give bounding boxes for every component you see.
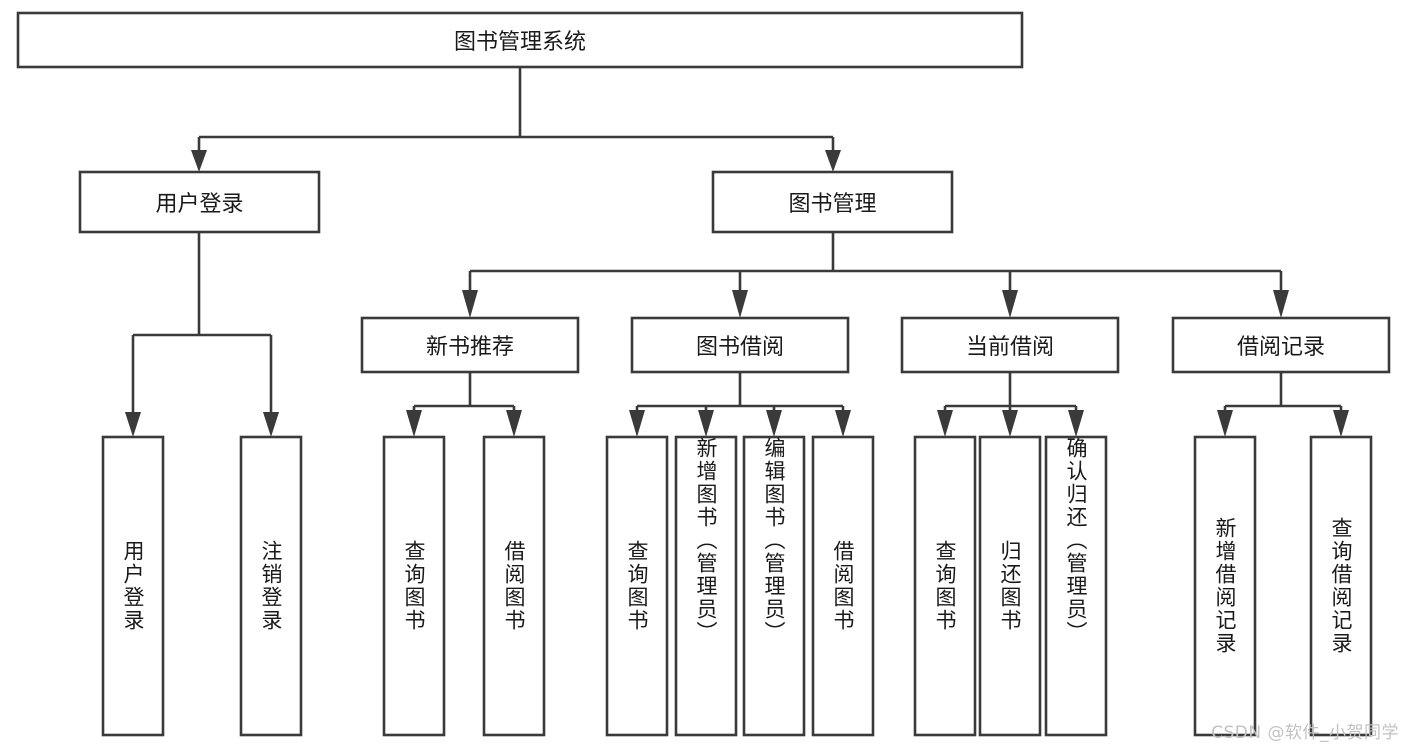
- watermark-text: CSDN @软件_小贺同学: [1211, 723, 1399, 743]
- node-leaf-query-book-3[interactable]: [913, 435, 977, 737]
- node-book-manage[interactable]: [711, 170, 954, 234]
- node-leaf-edit-book[interactable]: [742, 435, 806, 737]
- node-leaf-query-book-2[interactable]: [605, 435, 669, 737]
- node-leaf-borrow-book-2[interactable]: [811, 435, 875, 737]
- node-current-borrow[interactable]: [900, 316, 1120, 374]
- node-book-borrow[interactable]: [630, 316, 850, 374]
- node-new-book-recommend[interactable]: [360, 316, 580, 374]
- arrow-head-leaf-query-book-1: [406, 410, 422, 437]
- arrow-head-leaf-user-logout: [263, 412, 279, 437]
- node-leaf-user-login[interactable]: [101, 435, 165, 737]
- arrow-head-leaf-user-login: [125, 412, 141, 437]
- node-leaf-return-book[interactable]: [978, 435, 1042, 737]
- arrow-head-leaf-query-book-2: [629, 410, 645, 437]
- arrow-head-leaf-add-record: [1217, 410, 1233, 437]
- arrow-head-leaf-edit-book: [766, 410, 782, 437]
- node-leaf-borrow-book-1[interactable]: [482, 435, 546, 737]
- arrow-head-user-login: [191, 150, 207, 172]
- node-leaf-user-logout[interactable]: [239, 435, 303, 737]
- arrow-head-leaf-query-record: [1333, 410, 1349, 437]
- arrow-head-new-book-recommend: [462, 290, 478, 318]
- arrow-head-borrow-record: [1273, 290, 1289, 318]
- node-root[interactable]: [16, 11, 1024, 69]
- node-leaf-query-book-1[interactable]: [382, 435, 446, 737]
- arrow-head-leaf-add-book: [698, 410, 714, 437]
- arrow-head-book-borrow: [732, 290, 748, 318]
- arrow-head-leaf-borrow-book-1: [506, 410, 522, 437]
- node-leaf-confirm-return[interactable]: [1044, 435, 1108, 737]
- node-leaf-add-record[interactable]: [1193, 435, 1257, 737]
- node-user-login[interactable]: [78, 170, 321, 234]
- arrow-head-leaf-query-book-3: [937, 410, 953, 437]
- node-leaf-query-record[interactable]: [1309, 435, 1373, 737]
- arrow-head-leaf-return-book: [1002, 410, 1018, 437]
- arrow-head-leaf-confirm-return: [1068, 410, 1084, 437]
- node-leaf-add-book[interactable]: [674, 435, 738, 737]
- arrow-head-leaf-borrow-book-2: [835, 410, 851, 437]
- arrow-head-book-manage: [825, 150, 841, 172]
- arrow-head-current-borrow: [1002, 290, 1018, 318]
- node-borrow-record[interactable]: [1171, 316, 1391, 374]
